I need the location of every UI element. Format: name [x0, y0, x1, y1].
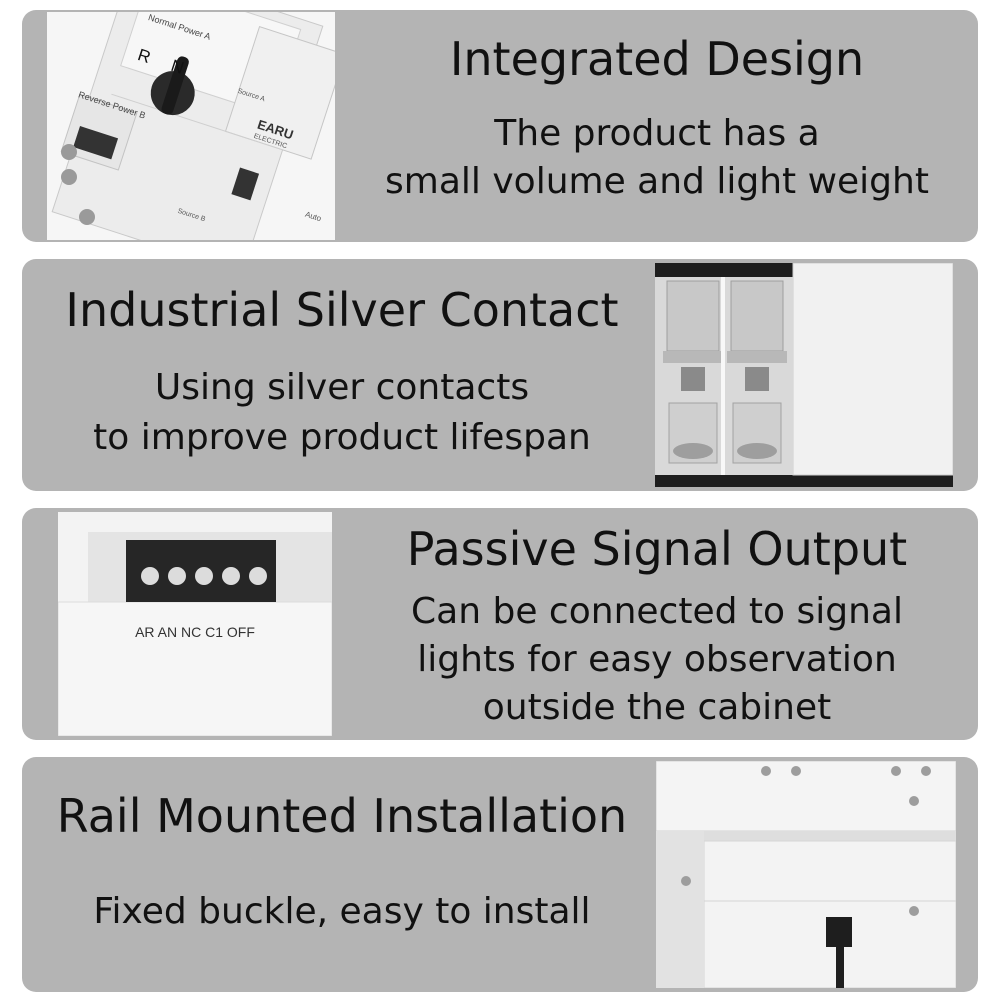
section-title-signal-output: Passive Signal Output — [406, 522, 908, 576]
signal-terminal-illustration — [58, 512, 332, 736]
section-body-rail-mounted: Fixed buckle, easy to install — [32, 891, 652, 932]
body-line: small volume and light weight — [385, 161, 929, 202]
feature-panel-signal-output: AR AN NC C1 OFF Passive Signal Output Ca… — [22, 508, 978, 740]
body-line: Using silver contacts — [154, 367, 530, 408]
device-photo-signal-terminal: AR AN NC C1 OFF — [58, 512, 332, 736]
body-line: lights for easy observation — [417, 639, 897, 680]
rail-mount-illustration — [656, 761, 956, 988]
section-title-rail-mounted: Rail Mounted Installation — [56, 789, 628, 843]
feature-panel-silver-contact: Industrial Silver Contact Using silver c… — [22, 259, 978, 491]
body-line: Fixed buckle, easy to install — [93, 891, 591, 932]
device-photo-terminals — [655, 263, 953, 487]
section-title-silver-contact: Industrial Silver Contact — [65, 283, 619, 337]
section-body-integrated-design: The product has a small volume and light… — [352, 110, 962, 206]
section-body-silver-contact: Using silver contacts to improve product… — [32, 363, 652, 463]
section-title-integrated-design: Integrated Design — [449, 32, 865, 86]
body-line: to improve product lifespan — [93, 417, 591, 458]
body-line: outside the cabinet — [482, 687, 832, 728]
feature-panel-integrated-design: R N Normal Power A Reverse Power B EARU … — [22, 10, 978, 242]
section-body-signal-output: Can be connected to signal lights for ea… — [352, 588, 962, 732]
device-photo-integrated: R N Normal Power A Reverse Power B EARU … — [47, 12, 335, 240]
silver-terminal-illustration — [655, 263, 953, 487]
device-photo-rail-mount — [656, 761, 956, 988]
switch-device-illustration — [47, 12, 335, 240]
body-line: Can be connected to signal — [411, 591, 903, 632]
feature-panel-rail-mounted: Rail Mounted Installation Fixed buckle, … — [22, 757, 978, 992]
body-line: The product has a — [494, 113, 820, 154]
terminal-labels: AR AN NC C1 OFF — [135, 624, 255, 640]
